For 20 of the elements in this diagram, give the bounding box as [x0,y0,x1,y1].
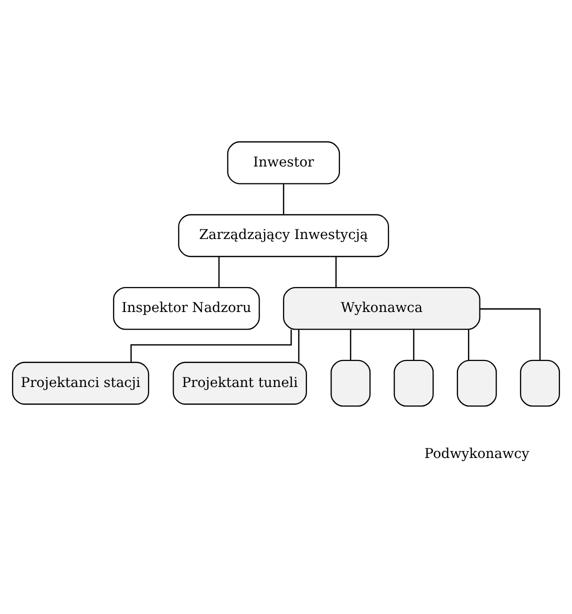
node-box: Inwestor [227,141,340,184]
connector [350,330,352,360]
node-box [330,360,371,407]
connector [282,184,284,215]
node-box: Zarządzający Inwestycją [178,214,390,258]
node-box: Projektant tuneli [172,362,307,405]
connector [413,330,414,360]
label: Podwykonawcy [424,446,530,462]
node-box [520,360,560,407]
node-box: Inspektor Nadzoru [113,287,260,330]
connector [468,330,470,360]
node-box: Wykonawca [282,287,480,330]
connector [335,256,337,288]
connector [298,330,300,362]
node-box: Projektanci stacji [12,362,150,405]
node-box [394,360,434,407]
connector [130,330,292,362]
connector [480,308,541,360]
node-box [456,360,497,407]
connector [218,256,220,288]
